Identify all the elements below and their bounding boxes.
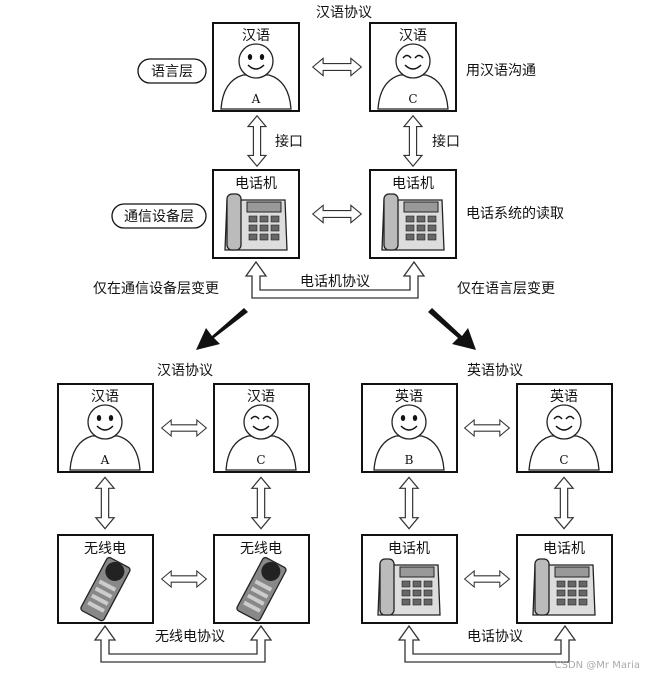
person-title: 英语 [550, 388, 578, 405]
bl-interface-arrow-icon [95, 476, 115, 530]
radio-protocol-arrow-icon [93, 624, 273, 663]
telephone-icon [224, 193, 288, 251]
bl-interface-arrow-icon [251, 476, 271, 530]
phone-protocol-label: 电话机协议 [300, 274, 370, 290]
device-title: 无线电 [240, 541, 282, 557]
bottom-right-protocol-label: 英语协议 [467, 362, 523, 379]
device-title: 无线电 [84, 541, 126, 557]
top-language-arrow-icon [312, 57, 362, 77]
interface-arrow-icon [247, 115, 267, 167]
down-right-arrow-icon [428, 308, 476, 350]
person-title: 英语 [395, 388, 423, 405]
person-title: 汉语 [242, 28, 270, 44]
top-left-device-box: 电话机 [212, 169, 300, 259]
interface-left-label: 接口 [275, 133, 303, 150]
br-right-device-box: 电话机 [516, 534, 613, 624]
bottom-left-protocol-label: 汉语协议 [157, 363, 213, 379]
svg-text:语言层: 语言层 [151, 64, 193, 80]
right-note-1: 用汉语沟通 [466, 63, 536, 79]
bl-left-device-box: 无线电 [57, 534, 154, 624]
interface-right-label: 接口 [432, 133, 460, 150]
person-letter: A [251, 92, 261, 106]
device-title: 电话机 [543, 541, 585, 557]
top-right-device-box: 电话机 [369, 169, 457, 259]
change-right-label: 仅在语言层变更 [457, 281, 555, 297]
bl-left-person-box: 汉语 A [57, 383, 154, 473]
bl-language-arrow-icon [161, 419, 207, 437]
right-note-2: 电话系统的读取 [466, 205, 564, 222]
down-left-arrow-icon [196, 308, 248, 350]
interface-arrow-icon [403, 115, 423, 167]
telephone-icon [532, 558, 596, 616]
person-title: 汉语 [399, 28, 427, 44]
change-left-label: 仅在通信设备层变更 [93, 280, 219, 297]
person-letter: C [256, 453, 265, 467]
telephone-icon [381, 193, 445, 251]
phone-protocol-bottom-label: 电话协议 [467, 629, 523, 645]
comm-layer-label: 通信设备层 [111, 203, 207, 229]
br-language-arrow-icon [464, 419, 510, 437]
person-title: 汉语 [91, 389, 119, 405]
top-right-person-box: 汉语 C [369, 22, 457, 112]
top-device-arrow-icon [312, 204, 362, 224]
watermark: CSDN @Mr Maria [555, 660, 640, 671]
radio-protocol-label: 无线电协议 [155, 629, 225, 645]
person-letter: B [405, 453, 414, 467]
telephone-icon [377, 558, 441, 616]
br-device-arrow-icon [464, 570, 510, 588]
device-title: 电话机 [235, 176, 277, 192]
br-interface-arrow-icon [554, 476, 574, 530]
person-letter: C [408, 92, 417, 106]
bl-device-arrow-icon [161, 570, 207, 588]
top-left-person-box: 汉语 A [212, 22, 300, 112]
phone-protocol-arrow-bottom-icon [397, 624, 577, 663]
language-layer-label: 语言层 [137, 58, 207, 84]
person-letter: A [100, 453, 110, 467]
device-title: 电话机 [392, 176, 434, 192]
br-right-person-box: 英语 C [516, 383, 613, 473]
bl-right-device-box: 无线电 [213, 534, 310, 624]
br-interface-arrow-icon [399, 476, 419, 530]
person-letter: C [559, 453, 568, 467]
device-title: 电话机 [388, 541, 430, 557]
svg-text:通信设备层: 通信设备层 [124, 208, 194, 225]
br-left-person-box: 英语 B [361, 383, 458, 473]
person-title: 汉语 [247, 389, 275, 405]
br-left-device-box: 电话机 [361, 534, 458, 624]
top-protocol-label: 汉语协议 [316, 5, 372, 21]
bl-right-person-box: 汉语 C [213, 383, 310, 473]
phone-protocol-arrow-icon [244, 260, 426, 299]
